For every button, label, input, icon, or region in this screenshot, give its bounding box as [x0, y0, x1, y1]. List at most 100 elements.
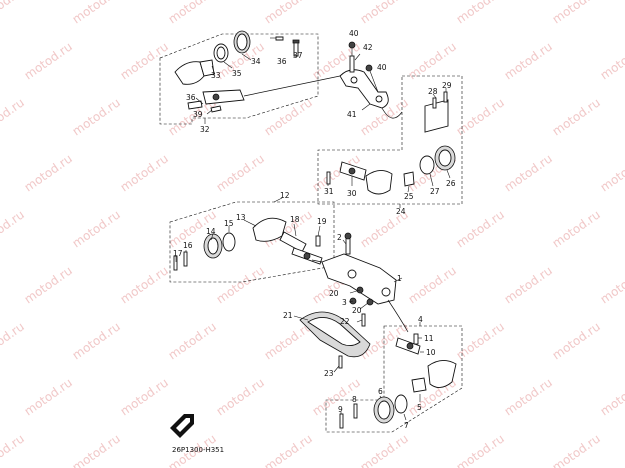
leader-41 [361, 103, 371, 111]
watermark-text: motod.ru [70, 431, 123, 468]
rim-34-inner [236, 33, 248, 51]
watermark-text: motod.ru [358, 431, 411, 468]
lens-33-part [174, 61, 205, 85]
callout-26: 26 [446, 179, 456, 188]
screw-23-part [338, 355, 343, 369]
assembly-32 [159, 30, 341, 125]
nut-18-part [303, 252, 311, 260]
bolt-2-head [344, 232, 352, 240]
washer-40a-part [348, 41, 356, 49]
callout-2: 2 [337, 233, 342, 242]
callout-30: 30 [347, 189, 357, 198]
bracket-41-group [339, 41, 403, 119]
watermark-text: motod.ru [598, 263, 625, 306]
callout-32: 32 [200, 125, 210, 134]
watermark-text: motod.ru [0, 207, 27, 250]
watermark-text: motod.ru [22, 375, 75, 418]
watermark-text: motod.ru [454, 0, 507, 26]
callout-31: 31 [324, 187, 334, 196]
rim-14-inner [207, 237, 219, 255]
watermark-text: motod.ru [598, 375, 625, 418]
callout-25: 25 [404, 192, 414, 201]
screw-17-part [173, 255, 178, 271]
leader-22 [356, 319, 363, 323]
callout-7: 7 [404, 421, 409, 430]
callout-5: 5 [417, 403, 422, 412]
callout-41: 41 [347, 110, 357, 119]
watermark-text: motod.ru [550, 319, 603, 362]
leader-13 [243, 219, 257, 227]
watermark-text: motod.ru [22, 151, 75, 194]
watermark-text: motod.ru [0, 0, 27, 26]
watermark-text: motod.ru [70, 319, 123, 362]
watermark-text: motod.ru [550, 0, 603, 26]
watermark-text: motod.ru [358, 0, 411, 26]
watermark-text: motod.ru [214, 263, 267, 306]
bulb-5-part [411, 377, 427, 393]
leader-34 [241, 53, 252, 61]
callout-37: 37 [293, 51, 303, 60]
wire-32 [243, 75, 341, 97]
callout-36a: 36 [277, 57, 287, 66]
leader-42 [354, 53, 361, 61]
leader-27 [429, 173, 434, 187]
screw-31-part [326, 171, 331, 185]
watermark-text: motod.ru [70, 0, 123, 26]
screw-19-part [315, 235, 321, 247]
watermark-text: motod.ru [118, 375, 171, 418]
watermark-text: motod.ru [0, 319, 27, 362]
watermark-text: motod.ru [502, 39, 555, 82]
leader-2 [342, 239, 347, 245]
nut-10-part [406, 342, 414, 350]
lens-30-part [365, 170, 393, 195]
leader-3 [348, 300, 354, 303]
callout-23: 23 [324, 369, 334, 378]
leader-7 [403, 413, 407, 421]
watermark-text: motod.ru [598, 39, 625, 82]
screw-37-head [292, 39, 300, 44]
callout-34: 34 [251, 57, 261, 66]
bracket-1-part [321, 253, 397, 305]
screw-16-part [183, 251, 188, 267]
leader-33 [211, 65, 215, 73]
assembly-24 [317, 75, 463, 208]
watermark-text: motod.ru [598, 151, 625, 194]
leader-36b [195, 97, 204, 105]
screw-11-part [413, 333, 419, 345]
bracket-41-hole2 [375, 95, 383, 103]
housing-18-part [279, 231, 307, 253]
washer-40b-part [365, 64, 373, 72]
cover-21-face [307, 317, 361, 347]
nut-30-part [348, 167, 356, 175]
wire-12 [311, 259, 323, 263]
leader-23 [333, 365, 340, 373]
watermark-text: motod.ru [550, 95, 603, 138]
leader-35 [223, 61, 233, 69]
watermark-text: motod.ru [550, 207, 603, 250]
screw-9-part [339, 413, 344, 429]
callout-29: 29 [442, 81, 452, 90]
callout-16: 16 [183, 241, 193, 250]
callout-6: 6 [378, 387, 383, 396]
leader-6 [379, 395, 382, 399]
watermark-text: motod.ru [502, 375, 555, 418]
watermark-text: motod.ru [262, 0, 315, 26]
fwd-arrow-inner [176, 418, 190, 432]
watermark-text: motod.ru [118, 39, 171, 82]
lens-5-part [427, 360, 457, 388]
screw-39-part [210, 105, 222, 113]
leader-14 [210, 233, 214, 241]
gasket-7-part [394, 394, 408, 414]
callout-35: 35 [232, 69, 242, 78]
rim-6-inner [377, 400, 391, 420]
callout-4: 4 [418, 315, 423, 324]
watermark-text: motod.ru [454, 431, 507, 468]
screw-8-part [353, 403, 358, 419]
callout-11: 11 [424, 334, 434, 343]
callout-15: 15 [224, 219, 234, 228]
watermark-text: motod.ru [22, 263, 75, 306]
callout-1: 1 [397, 274, 402, 283]
callout-19: 19 [317, 217, 327, 226]
